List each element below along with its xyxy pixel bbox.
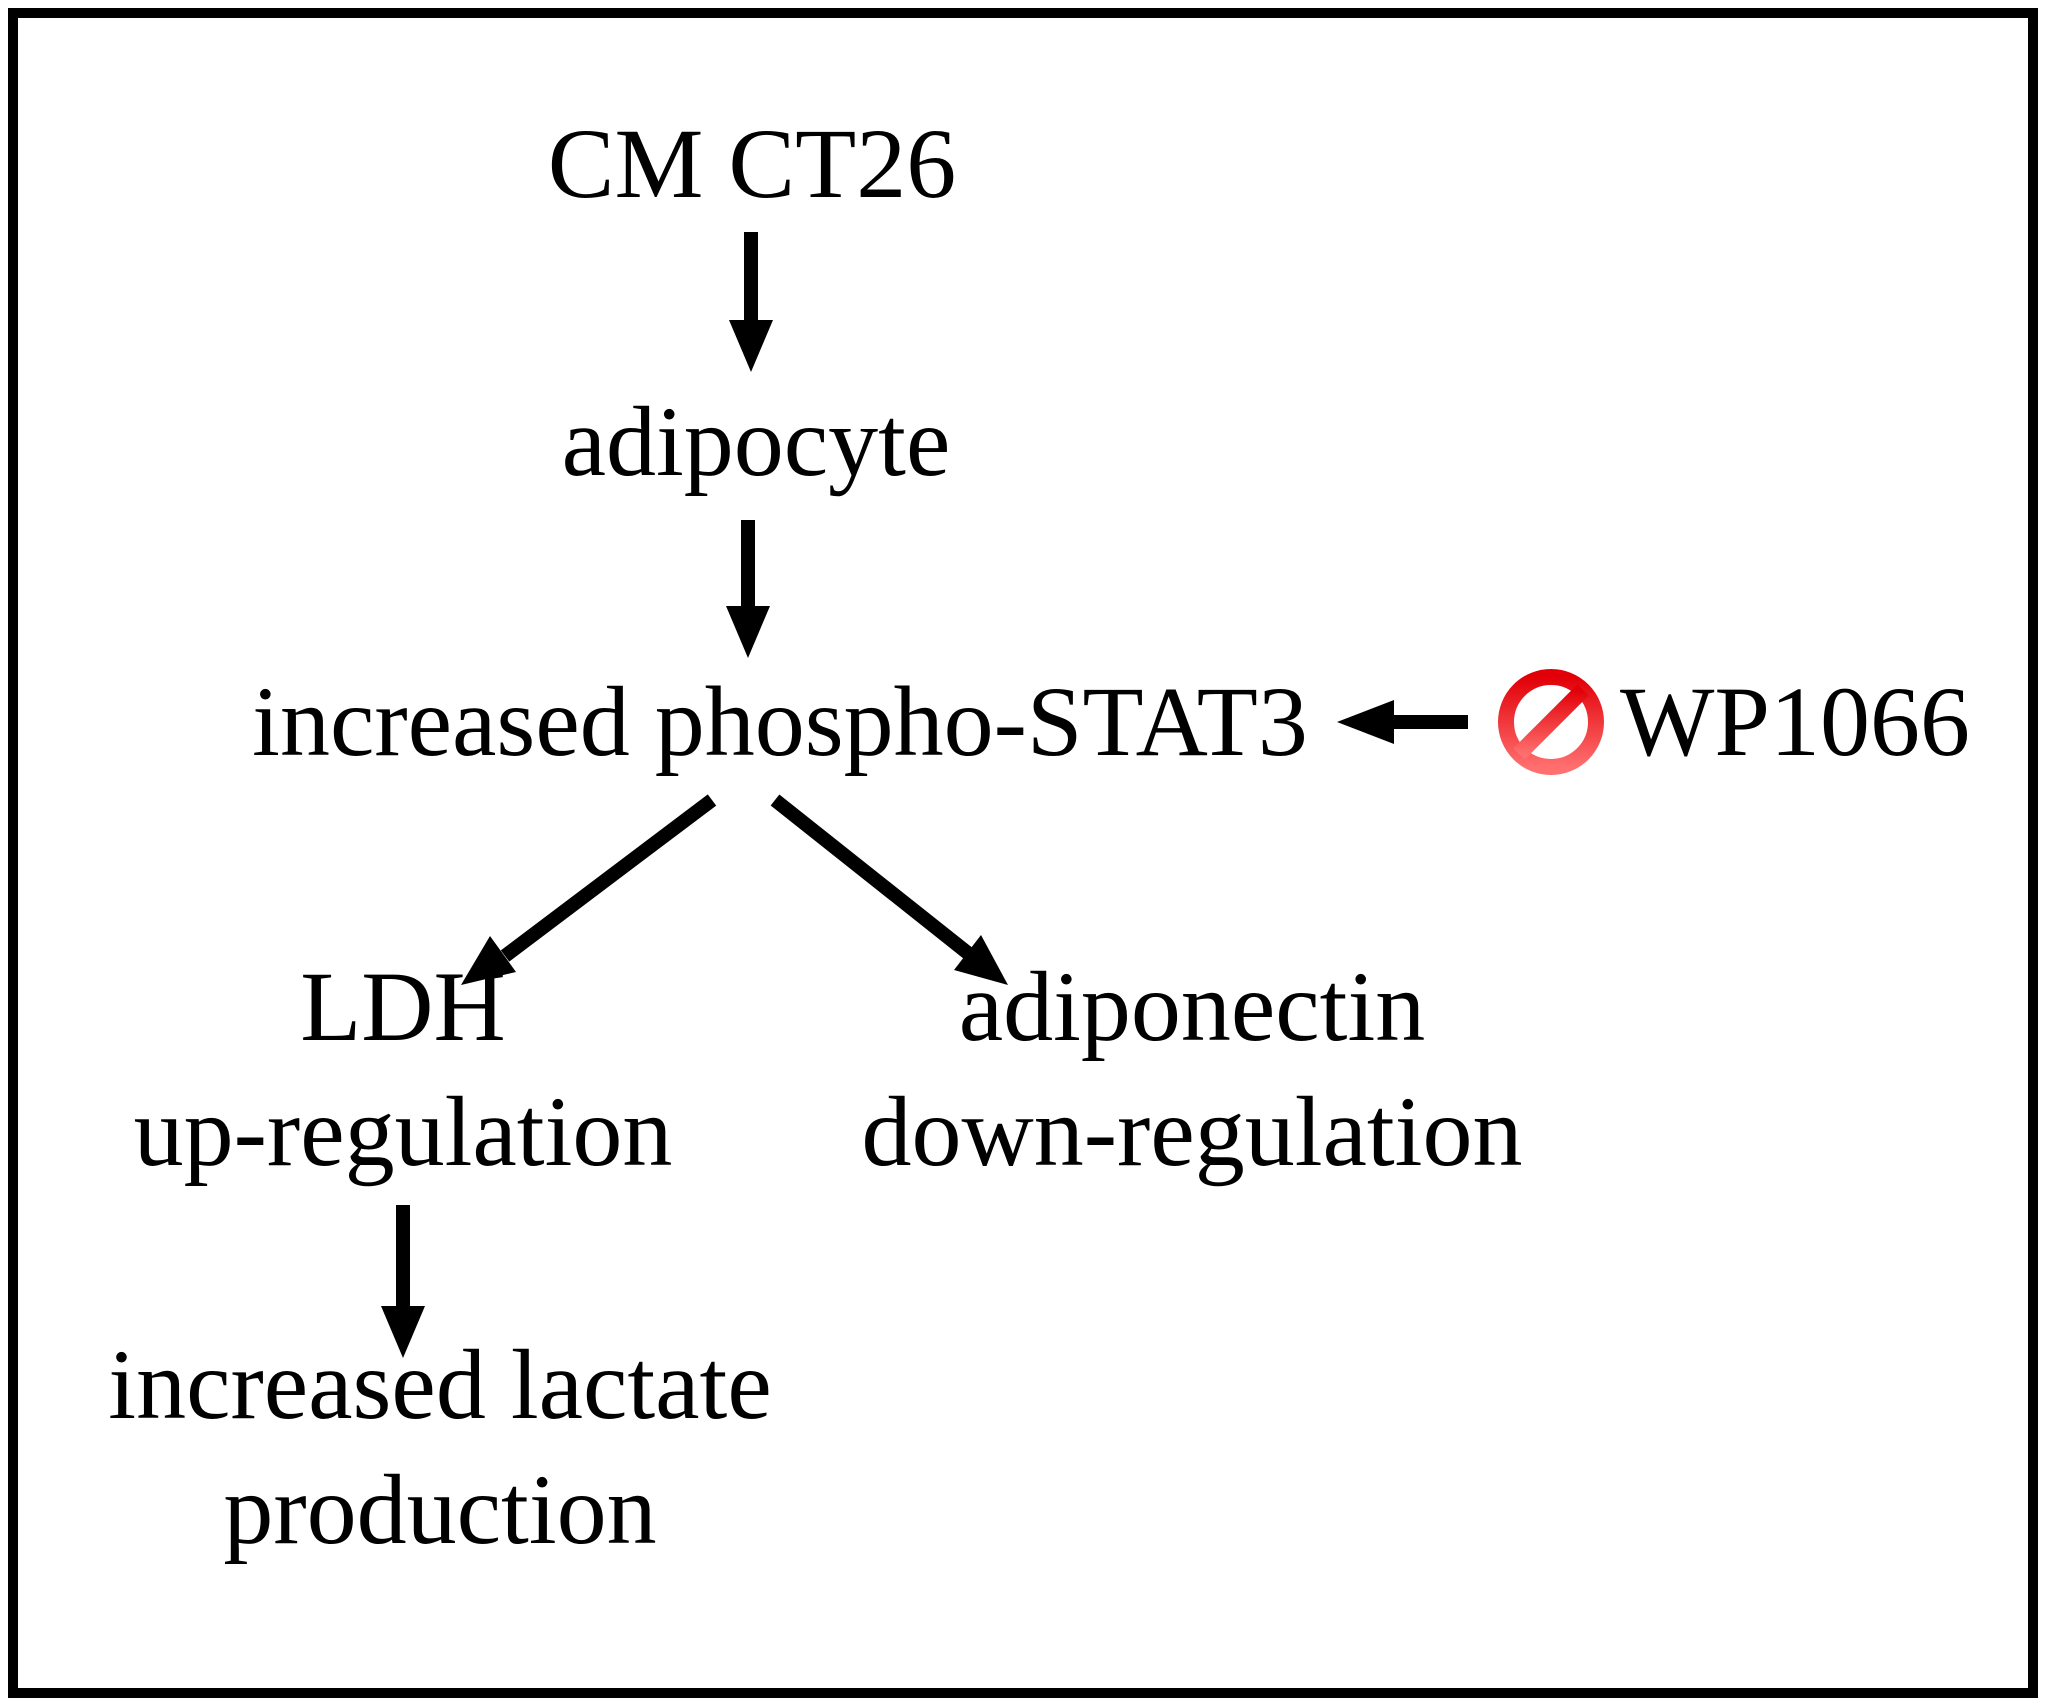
node-adiponectin-downregulation: adiponectin down-regulation: [862, 944, 1523, 1194]
production-line: production: [223, 1454, 657, 1565]
arrow-down-icon: [726, 520, 770, 658]
arrow-down-icon: [381, 1205, 425, 1358]
ldh-line: LDH: [300, 951, 506, 1062]
node-cm-ct26: CM CT26: [547, 108, 957, 219]
increased-lactate-line: increased lactate: [108, 1329, 772, 1440]
node-wp1066-label: WP1066: [1620, 666, 1970, 777]
arrow-left-icon: [1337, 700, 1468, 744]
arrow-down-right-icon: [770, 794, 1008, 985]
adiponectin-line: adiponectin: [958, 951, 1426, 1062]
downregulation-line: down-regulation: [861, 1076, 1523, 1187]
prohibition-icon: [1498, 669, 1604, 775]
node-lactate-production: increased lactate production: [108, 1322, 771, 1572]
arrow-down-left-icon: [461, 794, 717, 985]
node-ldh-upregulation: LDH up-regulation: [134, 944, 673, 1194]
node-adipocyte: adipocyte: [561, 386, 951, 497]
upregulation-line: up-regulation: [133, 1076, 673, 1187]
arrow-down-icon: [729, 232, 773, 372]
node-phospho-stat3: increased phospho-STAT3: [252, 666, 1308, 777]
